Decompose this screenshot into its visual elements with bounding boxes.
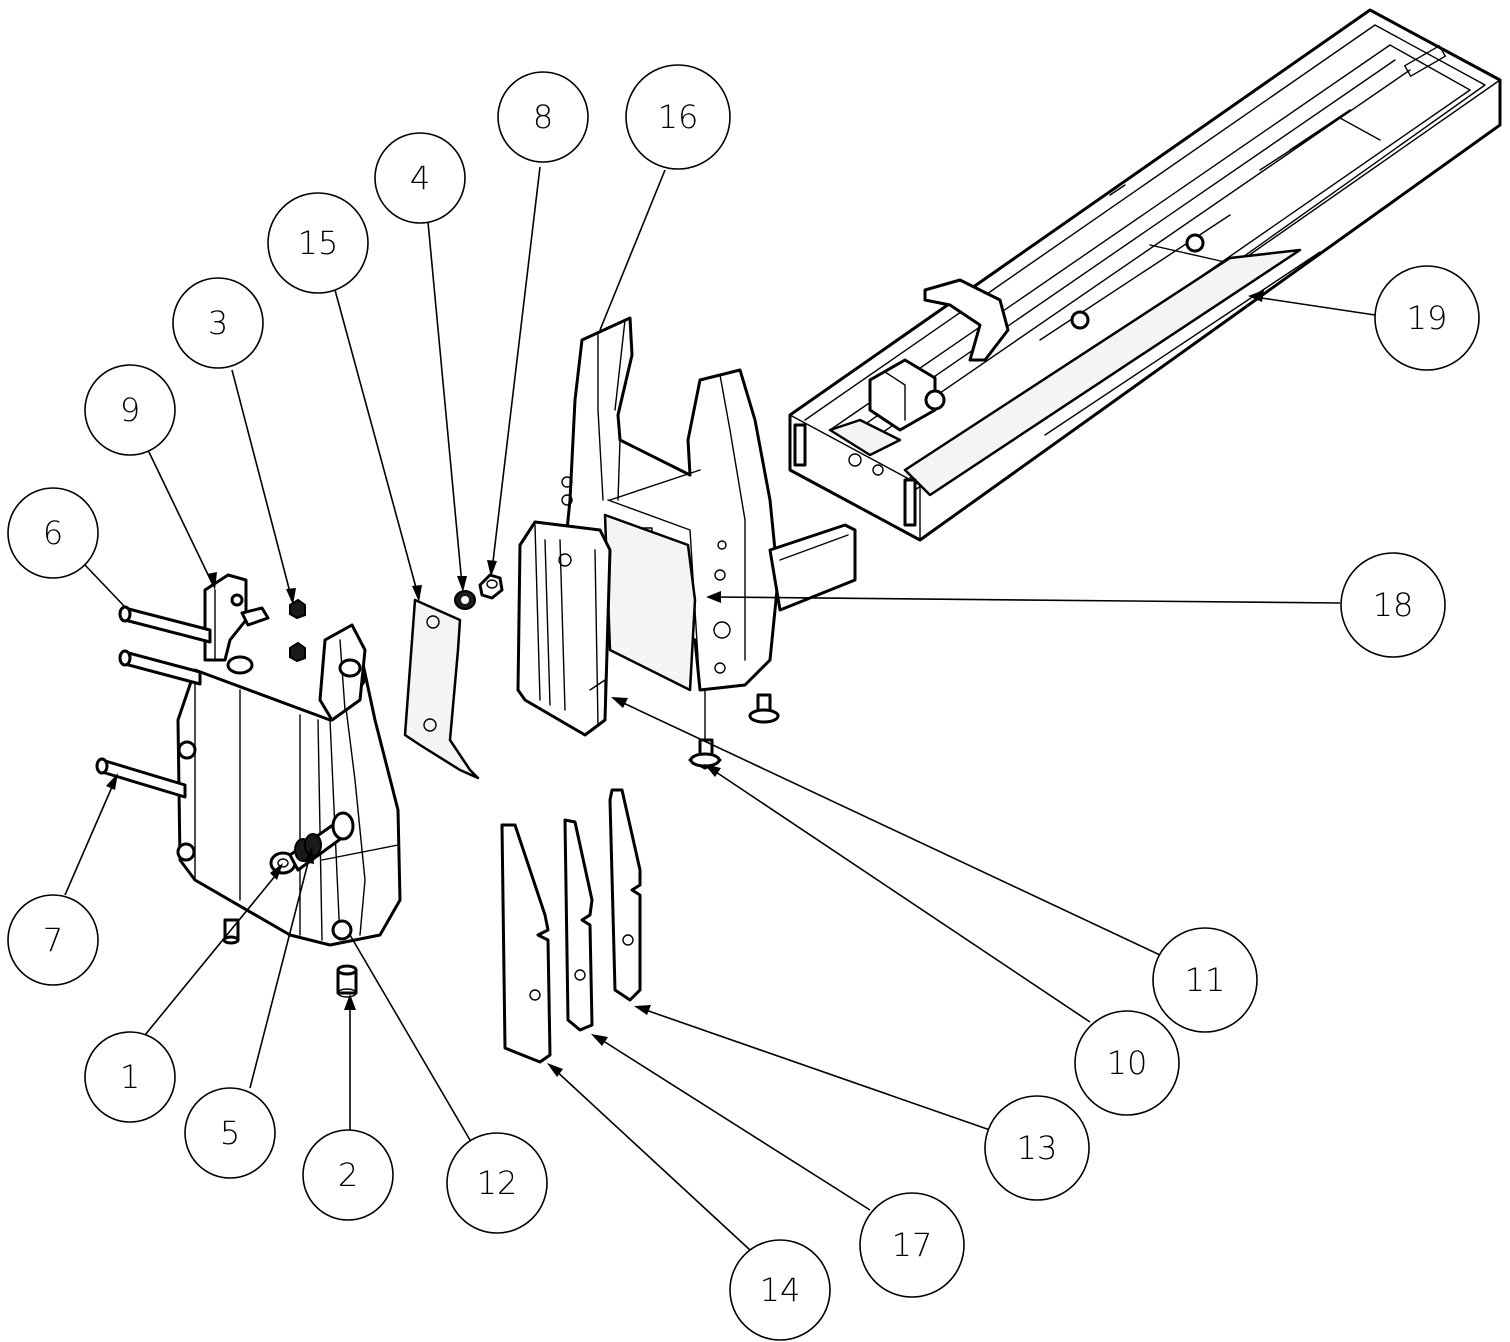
part-3-nuts xyxy=(289,598,306,663)
balloon-15-label: 15 xyxy=(298,224,339,262)
leader-5 xyxy=(249,854,311,1089)
balloon-7-label: 7 xyxy=(43,921,63,959)
balloon-11: 11 xyxy=(1152,927,1258,1033)
part-7-pin xyxy=(95,757,187,799)
balloon-14: 14 xyxy=(729,1239,831,1341)
leader-3 xyxy=(231,369,293,601)
balloon-5-label: 5 xyxy=(220,1114,240,1152)
leader-7 xyxy=(64,779,116,896)
leader-11 xyxy=(616,699,1161,956)
balloon-2: 2 xyxy=(302,1129,394,1221)
balloon-2-label: 2 xyxy=(338,1156,358,1194)
part-14-blade xyxy=(500,823,552,1064)
balloon-8: 8 xyxy=(497,71,589,163)
balloon-6: 6 xyxy=(7,487,99,579)
balloon-19-label: 19 xyxy=(1407,299,1448,337)
balloon-16: 16 xyxy=(625,64,731,170)
leader-13 xyxy=(639,1007,991,1131)
balloon-6-label: 6 xyxy=(43,514,63,552)
balloon-11-label: 11 xyxy=(1185,961,1226,999)
leader-19 xyxy=(1254,296,1376,316)
part-8-nut xyxy=(478,573,504,600)
balloon-10-label: 10 xyxy=(1107,1044,1148,1082)
balloon-17: 17 xyxy=(859,1192,965,1298)
balloon-19: 19 xyxy=(1374,265,1480,371)
part-4-washer xyxy=(454,590,476,610)
leader-14 xyxy=(552,1067,751,1251)
balloon-8-label: 8 xyxy=(533,98,553,136)
balloon-7: 7 xyxy=(7,894,99,986)
balloon-1-label: 1 xyxy=(120,1058,140,1096)
part-11-front-grip xyxy=(516,520,612,737)
balloon-13-label: 13 xyxy=(1017,1129,1058,1167)
part-9-top-yoke xyxy=(203,573,367,722)
leader-16 xyxy=(599,169,666,331)
part-12-left-body xyxy=(176,648,402,947)
balloon-4-label: 4 xyxy=(410,159,430,197)
leader-6 xyxy=(84,564,126,608)
balloon-5: 5 xyxy=(184,1087,276,1179)
balloon-18: 18 xyxy=(1340,552,1446,658)
balloon-17-label: 17 xyxy=(892,1226,933,1264)
balloon-1: 1 xyxy=(84,1031,176,1123)
part-2-sleeve xyxy=(222,918,358,998)
balloon-4: 4 xyxy=(374,132,466,224)
part-19-rail-carriage xyxy=(788,8,1502,542)
balloon-9-label: 9 xyxy=(120,391,140,429)
balloon-15: 15 xyxy=(267,192,369,294)
leader-10 xyxy=(709,767,1091,1023)
balloon-12-label: 12 xyxy=(477,1164,518,1202)
part-10-screws xyxy=(688,689,780,770)
balloon-13: 13 xyxy=(984,1095,1090,1201)
leader-4 xyxy=(427,221,463,586)
leader-12 xyxy=(349,934,471,1141)
balloon-9: 9 xyxy=(84,364,176,456)
balloon-16-label: 16 xyxy=(658,98,699,136)
part-13-blade xyxy=(608,788,642,1002)
balloon-14-label: 14 xyxy=(760,1271,801,1309)
part-17-blade xyxy=(563,818,594,1032)
balloon-3: 3 xyxy=(172,277,264,369)
leader-18 xyxy=(711,596,1341,604)
part-15-bent-bracket xyxy=(403,598,480,780)
leader-17 xyxy=(596,1036,871,1211)
balloon-18-label: 18 xyxy=(1373,586,1414,624)
balloon-3-label: 3 xyxy=(208,304,228,342)
leader-15 xyxy=(334,289,419,596)
part-6-rods xyxy=(118,605,212,686)
leader-9 xyxy=(147,449,214,586)
leader-lines xyxy=(64,166,1376,1251)
balloon-10: 10 xyxy=(1074,1010,1180,1116)
balloon-12: 12 xyxy=(446,1132,548,1234)
leader-8 xyxy=(491,166,541,571)
leader-1 xyxy=(144,869,281,1036)
